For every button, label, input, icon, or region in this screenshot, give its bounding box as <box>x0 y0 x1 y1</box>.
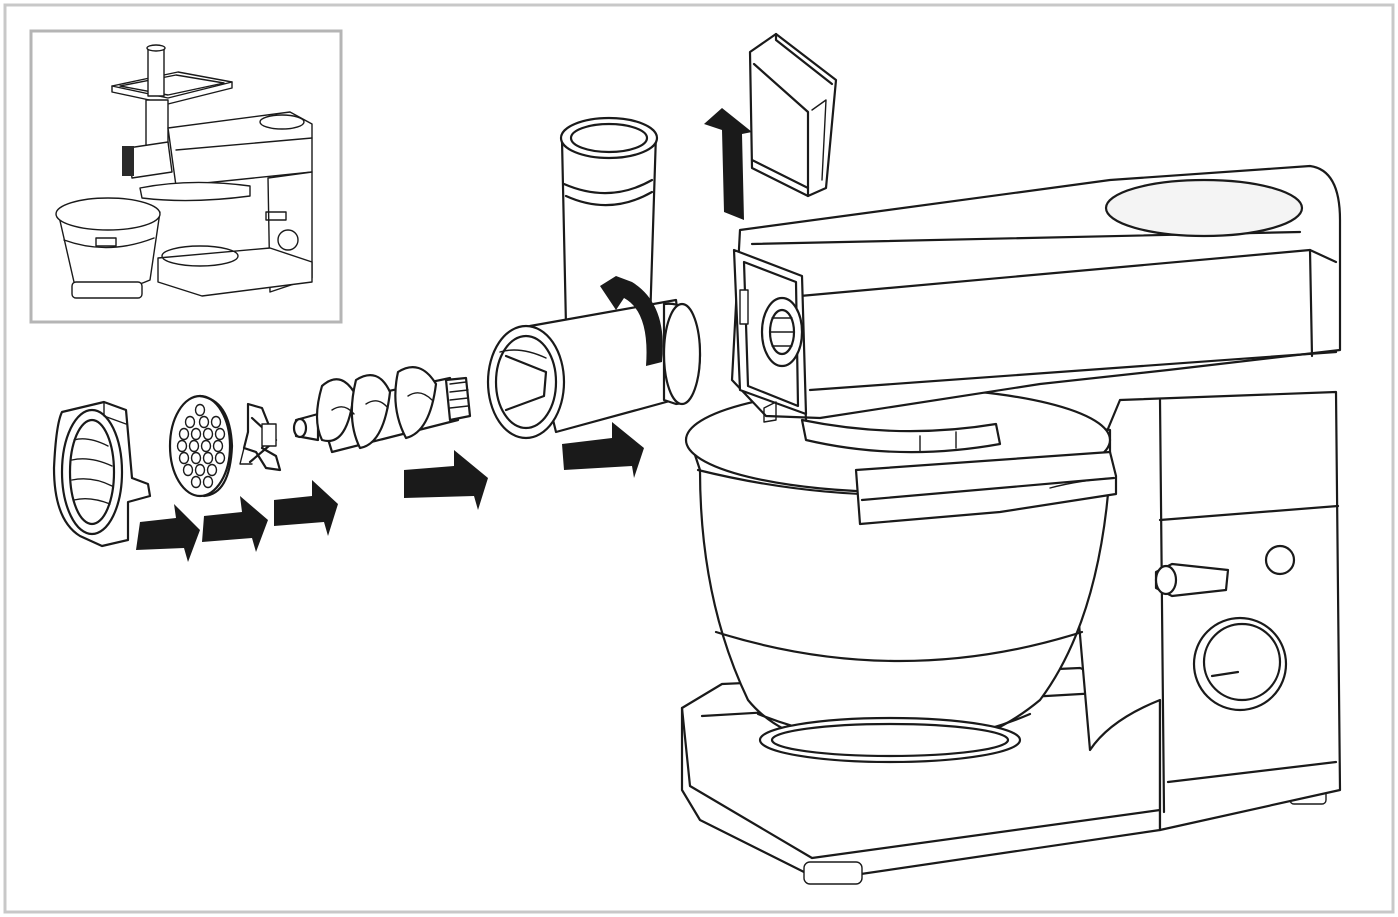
arrow-icon <box>202 496 268 552</box>
attachment-cover <box>748 32 838 198</box>
plate-hole <box>178 427 190 441</box>
plate-hole <box>214 451 226 465</box>
arrow-icon <box>562 422 644 478</box>
plate-hole <box>212 439 224 453</box>
plate-hole <box>182 463 194 477</box>
arrow-icon <box>274 480 338 536</box>
plate-hole <box>206 463 218 477</box>
plate-hole <box>194 463 206 477</box>
plate-hole <box>198 415 210 429</box>
plate-hole <box>202 427 214 441</box>
plate-hole <box>176 439 188 453</box>
inset-locking-ring-icon <box>122 146 134 176</box>
mincer-body <box>486 116 702 440</box>
locking-ring <box>52 400 152 548</box>
plate-hole <box>190 451 202 465</box>
plate-hole <box>184 415 196 429</box>
assembly-arrows <box>136 422 644 562</box>
plate-hole <box>194 403 206 417</box>
plate-hole <box>190 475 202 489</box>
stand-mixer <box>680 164 1342 885</box>
plate-hole <box>190 427 202 441</box>
outer-frame <box>3 3 1395 914</box>
plate-hole <box>178 451 190 465</box>
cutting-blade <box>239 402 282 472</box>
mincing-plate <box>168 394 234 498</box>
arrow-icon <box>136 504 200 562</box>
plate-hole <box>188 439 200 453</box>
plate-hole <box>214 427 226 441</box>
plate-hole <box>202 475 214 489</box>
rotate-arrow-icon <box>600 276 663 366</box>
inset-preview <box>29 29 343 324</box>
lift-arrow-icon <box>704 108 752 220</box>
feed-screw <box>292 366 472 454</box>
plate-hole <box>210 415 222 429</box>
arrow-icon <box>404 450 488 510</box>
plate-hole <box>200 439 212 453</box>
plate-hole <box>202 451 214 465</box>
